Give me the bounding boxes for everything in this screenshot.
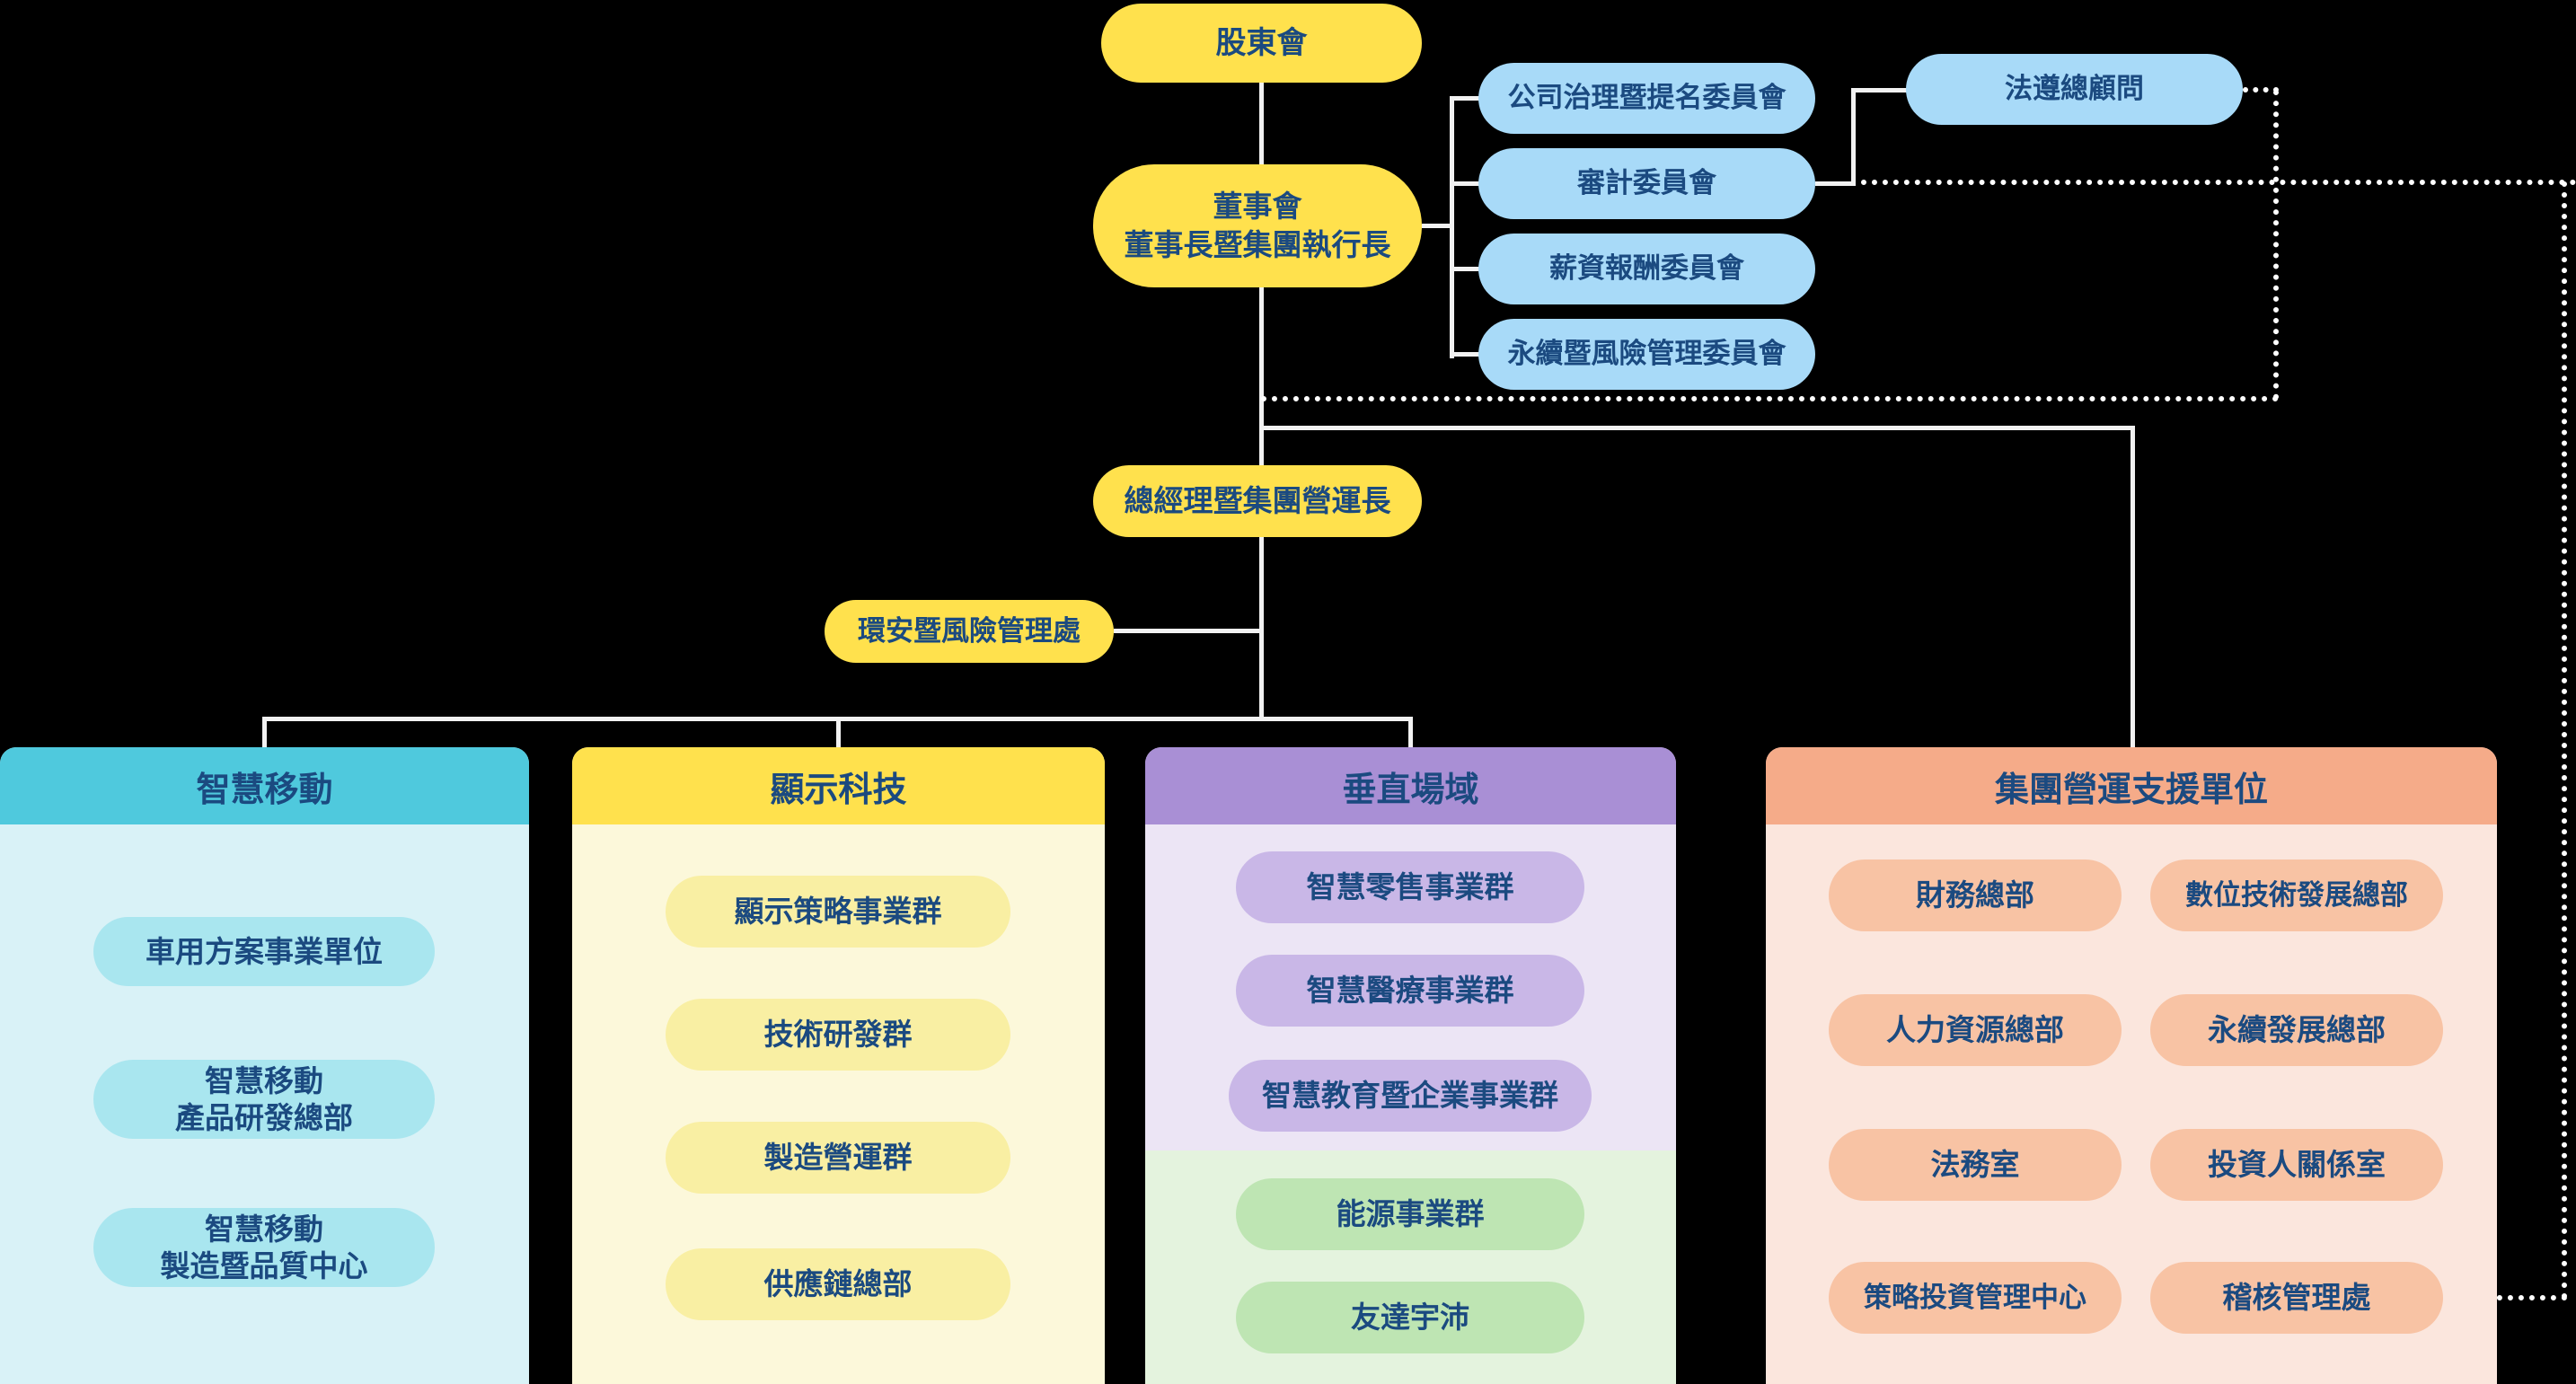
connector-stub-panel2 xyxy=(836,717,841,749)
panel-smart-mobility-title: 智慧移動 xyxy=(0,747,529,824)
unit-hr-hq: 人力資源總部 xyxy=(1829,994,2122,1066)
unit-finance-hq: 財務總部 xyxy=(1829,859,2122,931)
unit-strategic-investment-center: 策略投資管理中心 xyxy=(1829,1262,2122,1334)
committee-sustainability-risk: 永續暨風險管理委員會 xyxy=(1478,319,1815,390)
unit-legal-office: 法務室 xyxy=(1829,1129,2122,1201)
connector-bracket-stub-2 xyxy=(1450,181,1480,186)
node-president-coo: 總經理暨集團營運長 xyxy=(1093,465,1422,537)
connector-stub-panel3 xyxy=(1408,717,1413,749)
unit-manufacturing-operations: 製造營運群 xyxy=(666,1122,1010,1194)
node-chief-compliance-counsel: 法遵總顧問 xyxy=(1906,54,2243,125)
dotted-compliance-down xyxy=(2273,90,2279,400)
node-shareholders: 股東會 xyxy=(1101,4,1422,83)
connector-bracket-vertical xyxy=(1450,96,1454,358)
panel-smart-mobility: 智慧移動 車用方案事業單位 智慧移動 產品研發總部 智慧移動 製造暨品質中心 xyxy=(0,747,529,1384)
unit-smart-healthcare-bg: 智慧醫療事業群 xyxy=(1236,955,1584,1027)
node-board-chairman: 董事會 董事長暨集團執行長 xyxy=(1093,164,1422,287)
unit-internal-audit-office: 稽核管理處 xyxy=(2150,1262,2443,1334)
dotted-right-edge-vertical xyxy=(2562,181,2567,1300)
connector-stub-panel1 xyxy=(262,717,267,749)
unit-automotive-solutions: 車用方案事業單位 xyxy=(93,917,435,986)
committee-governance-nomination: 公司治理暨提名委員會 xyxy=(1478,63,1815,134)
unit-supply-chain-hq: 供應鏈總部 xyxy=(666,1248,1010,1320)
unit-investor-relations-office: 投資人關係室 xyxy=(2150,1129,2443,1201)
connector-branch-panel4-horizontal xyxy=(1261,426,2135,430)
node-ehs-risk-office: 環安暨風險管理處 xyxy=(825,600,1114,663)
unit-technology-rd-group: 技術研發群 xyxy=(666,999,1010,1071)
connector-board-bracket xyxy=(1422,224,1454,228)
unit-energy-bg: 能源事業群 xyxy=(1236,1178,1584,1250)
panel-vertical-domains-title: 垂直場域 xyxy=(1145,747,1676,824)
unit-mobility-mfg-quality: 智慧移動 製造暨品質中心 xyxy=(93,1208,435,1287)
connector-shareholders-board xyxy=(1259,83,1264,168)
connector-branch-panel4-vertical xyxy=(2130,426,2135,749)
unit-smart-education-enterprise-bg: 智慧教育暨企業事業群 xyxy=(1229,1060,1592,1132)
unit-digital-technology-hq: 數位技術發展總部 xyxy=(2150,859,2443,931)
dotted-compliance-right xyxy=(2243,87,2279,93)
unit-display-strategy-bg: 顯示策略事業群 xyxy=(666,876,1010,948)
committee-audit: 審計委員會 xyxy=(1478,148,1815,219)
unit-sustainability-hq: 永續發展總部 xyxy=(2150,994,2443,1066)
connector-audit-compliance-h1 xyxy=(1815,181,1856,186)
connector-bracket-stub-4 xyxy=(1450,352,1480,357)
unit-auo-envirotech: 友達宇沛 xyxy=(1236,1282,1584,1353)
connector-audit-compliance-h2 xyxy=(1851,88,1908,93)
panel-group-operations-support-title: 集團營運支援單位 xyxy=(1766,747,2497,824)
connector-ehs xyxy=(1114,629,1263,633)
unit-smart-retail-bg: 智慧零售事業群 xyxy=(1236,851,1584,923)
committee-compensation: 薪資報酬委員會 xyxy=(1478,234,1815,304)
dotted-audit-right xyxy=(1861,180,2576,185)
dotted-compliance-to-ceo-line xyxy=(1261,396,2279,401)
connector-audit-compliance-v xyxy=(1851,88,1856,186)
panel-display-technology: 顯示科技 顯示策略事業群 技術研發群 製造營運群 供應鏈總部 xyxy=(572,747,1105,1384)
panel-group-operations-support: 集團營運支援單位 財務總部 人力資源總部 法務室 策略投資管理中心 數位技術發展… xyxy=(1766,747,2497,1384)
connector-bracket-stub-1 xyxy=(1450,96,1480,101)
unit-mobility-product-rd: 智慧移動 產品研發總部 xyxy=(93,1060,435,1139)
dotted-to-internal-audit xyxy=(2443,1295,2567,1300)
panel-display-technology-title: 顯示科技 xyxy=(572,747,1105,824)
connector-bracket-stub-3 xyxy=(1450,267,1480,271)
panel-vertical-domains: 垂直場域 智慧零售事業群 智慧醫療事業群 智慧教育暨企業事業群 能源事業群 友達… xyxy=(1145,747,1676,1384)
